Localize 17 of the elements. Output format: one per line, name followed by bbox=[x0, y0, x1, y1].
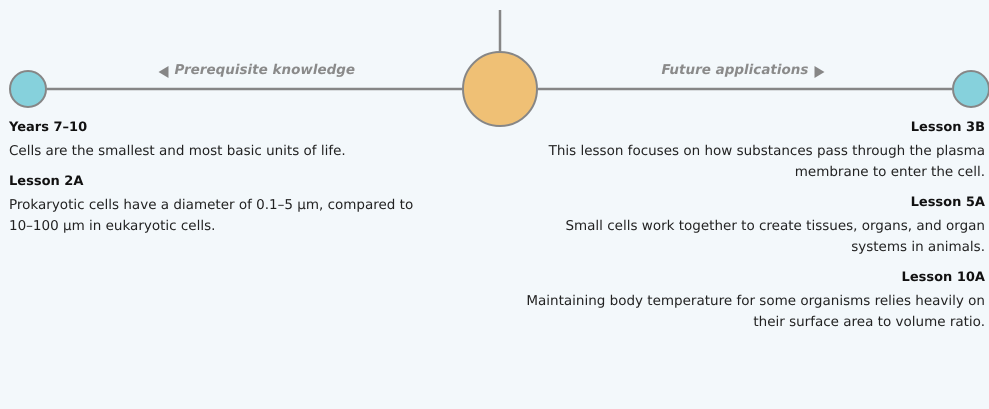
lesson-description: Maintaining body temperature for some organisms relies heavily on their surface area to volume ratio. bbox=[525, 292, 985, 332]
edge-label: Future applications bbox=[660, 62, 810, 78]
lesson-heading: Years 7–10 bbox=[9, 120, 88, 135]
lesson-heading: Lesson 2A bbox=[9, 174, 84, 189]
edge-label: Prerequisite knowledge bbox=[172, 62, 358, 78]
lesson-heading: Lesson 5A bbox=[910, 195, 985, 210]
lesson-description: Prokaryotic cells have a diameter of 0.1–5 µm, compared to 10–100 µm in eukaryotic cells. bbox=[9, 196, 414, 236]
connector-line bbox=[538, 88, 952, 90]
timeline-circle bbox=[952, 70, 989, 108]
lesson-heading: Lesson 10A bbox=[900, 270, 985, 285]
connector-line bbox=[498, 10, 502, 51]
lesson-description: Cells are the smallest and most basic units of life. bbox=[9, 142, 347, 161]
lesson-heading: Lesson 3B bbox=[910, 120, 985, 135]
lesson-description: Small cells work together to create tissues, organs, and organ systems in animals. bbox=[564, 217, 985, 257]
timeline-circle bbox=[9, 70, 47, 108]
lesson-description: This lesson focuses on how substances pass through the plasma membrane to enter the cell. bbox=[548, 142, 985, 182]
connector-line bbox=[47, 88, 462, 90]
